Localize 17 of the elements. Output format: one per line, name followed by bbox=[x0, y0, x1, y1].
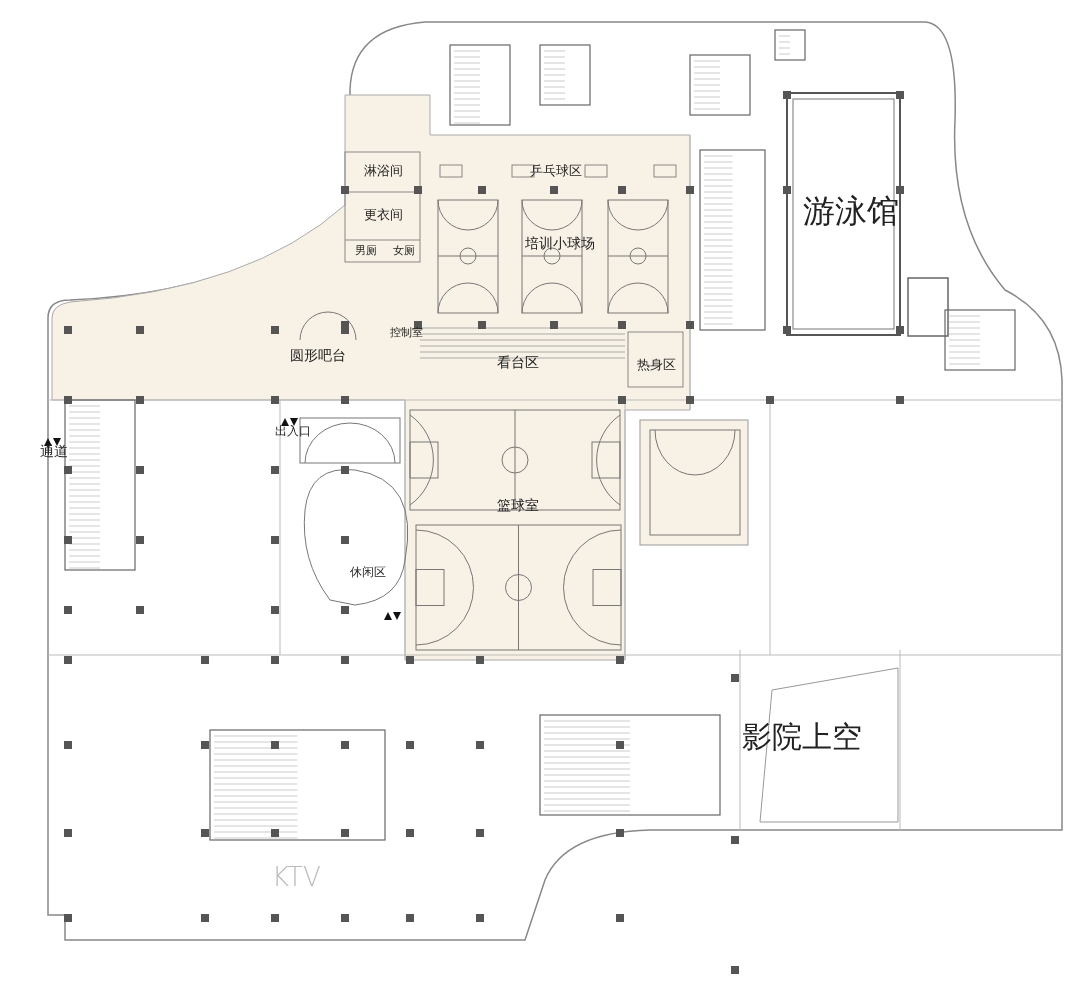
room-label: KTV bbox=[272, 864, 321, 890]
room-label: 看台区 bbox=[497, 355, 539, 369]
room-label: 休闲区 bbox=[350, 566, 386, 578]
room-label: 圆形吧台 bbox=[290, 348, 346, 362]
room-label: 男厕 bbox=[355, 245, 377, 256]
room-label: 通道 bbox=[40, 444, 68, 458]
room-label: 培训小球场 bbox=[525, 236, 595, 250]
room-label: 出入口 bbox=[275, 425, 311, 437]
room-label: 篮球室 bbox=[497, 498, 539, 512]
room-label: 控制室 bbox=[390, 327, 423, 338]
room-label: 游泳馆 bbox=[803, 195, 899, 227]
room-label: 影院上空 bbox=[742, 722, 862, 752]
room-label: 淋浴间 bbox=[364, 164, 403, 177]
room-label: 热身区 bbox=[637, 358, 676, 371]
room-label: 更衣间 bbox=[364, 208, 403, 221]
room-label: 女厕 bbox=[393, 245, 415, 256]
room-label: 乒乓球区 bbox=[530, 164, 582, 177]
